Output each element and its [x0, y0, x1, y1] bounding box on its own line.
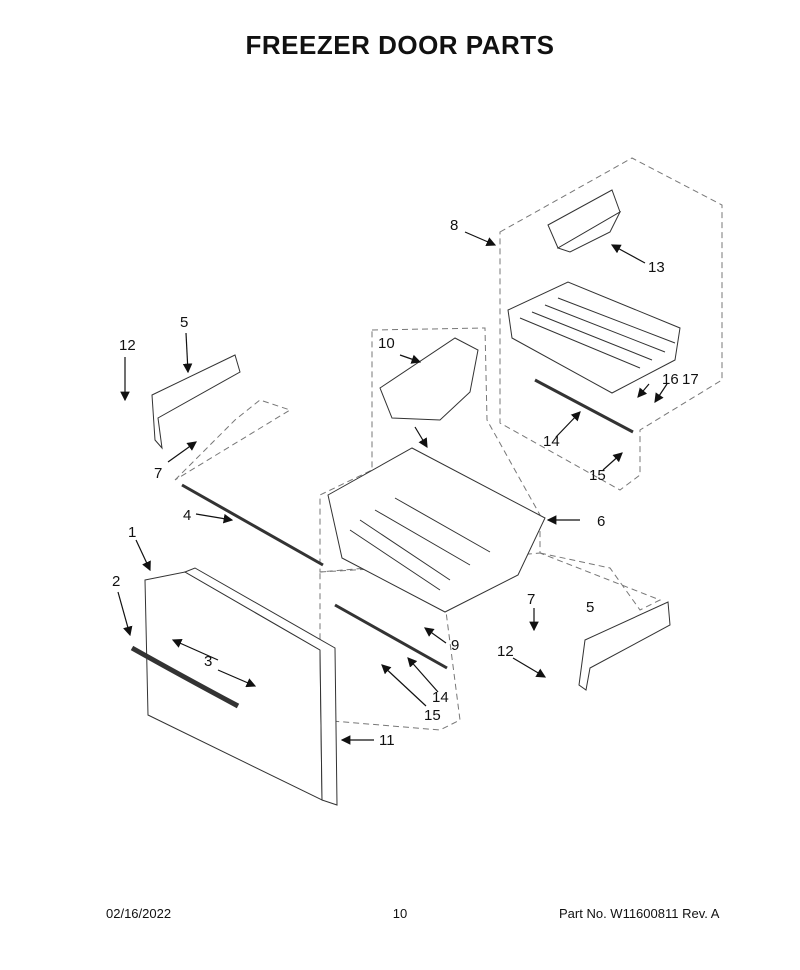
callout-12-left: 12 — [119, 337, 136, 354]
lower-basket-part — [327, 447, 546, 613]
callout-16: 16 — [662, 371, 679, 388]
callout-2: 2 — [112, 573, 120, 590]
footer-part-number: Part No. W11600811 Rev. A — [559, 906, 720, 921]
middle-bin-part — [379, 337, 479, 421]
callout-5-left: 5 — [180, 314, 188, 331]
left-rail-part — [151, 354, 241, 450]
callout-5-right: 5 — [586, 599, 594, 616]
footer-page-number: 10 — [392, 906, 408, 921]
assembly-outline-left-rail — [174, 399, 292, 481]
callout-6: 6 — [597, 513, 605, 530]
callout-1: 1 — [128, 524, 136, 541]
assembly-outline-upper-basket — [499, 157, 723, 491]
callout-15-lower: 15 — [424, 707, 441, 724]
callout-10: 10 — [378, 335, 395, 352]
callout-8: 8 — [450, 217, 458, 234]
callout-12-right: 12 — [497, 643, 514, 660]
strip-14-lower-part — [334, 603, 448, 670]
right-rail-part — [578, 601, 671, 691]
callout-7-left: 7 — [154, 465, 162, 482]
door-panel-part — [144, 567, 338, 806]
callout-3: 3 — [204, 653, 212, 670]
handle-part — [130, 645, 240, 709]
callout-13: 13 — [648, 259, 665, 276]
page-title: FREEZER DOOR PARTS — [245, 30, 555, 60]
small-bin-part — [547, 189, 622, 253]
strip-14-upper-part — [534, 378, 634, 434]
callout-14-lower: 14 — [432, 689, 449, 706]
assembly-outline-right-rail — [539, 552, 662, 611]
callout-4: 4 — [183, 507, 191, 524]
upper-basket-part — [507, 281, 681, 394]
callout-17: 17 — [682, 371, 699, 388]
callout-14-upper: 14 — [543, 433, 560, 450]
callout-11: 11 — [379, 732, 395, 749]
strip-4-part — [181, 483, 324, 567]
callout-15-upper: 15 — [589, 467, 606, 484]
footer-date: 02/16/2022 — [106, 906, 172, 921]
callout-9: 9 — [451, 637, 459, 654]
callout-7-right: 7 — [527, 591, 535, 608]
